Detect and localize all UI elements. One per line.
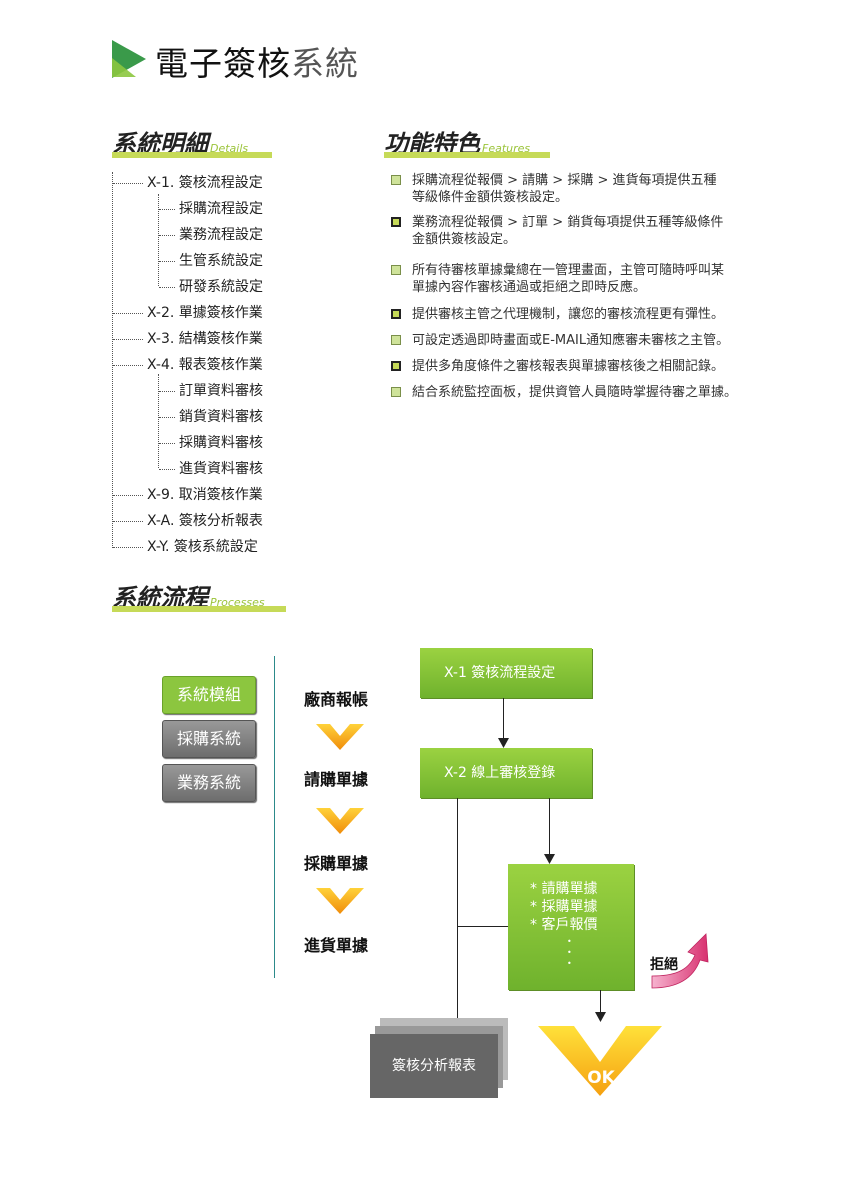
feature-text-cont: 金額供簽核設定。 [412, 232, 517, 247]
feature-item: 提供多角度條件之審核報表與單據審核後之相關記錄。 [391, 358, 782, 375]
orange-down-arrow-icon [316, 808, 364, 834]
tree-item: 生管系統設定 [179, 253, 263, 269]
square-bullet-icon [391, 217, 401, 227]
document-type-item: * 採購單據 [530, 899, 598, 915]
feature-text-cont: 等級條件金額供簽核設定。 [412, 190, 569, 205]
feature-text: 所有待審核單據彙總在一管理畫面，主管可隨時呼叫某 [412, 263, 725, 278]
feature-item: 可設定透過即時畫面或E-MAIL通知應審未審核之主管。 [391, 332, 782, 349]
tree-connector [113, 521, 143, 522]
ellipsis-dot: • [567, 959, 572, 968]
tree-item: X-9. 取消簽核作業 [147, 487, 263, 503]
document-type-item: * 請購單據 [530, 881, 598, 897]
arrowhead-icon [595, 1012, 606, 1022]
details-heading-bar [112, 152, 272, 158]
feature-text: 提供多角度條件之審核報表與單據審核後之相關記錄。 [412, 359, 725, 374]
ellipsis-dot: • [567, 948, 572, 957]
module-divider [274, 656, 275, 978]
module-system: 系統模組 [162, 676, 256, 714]
tree-item: 研發系統設定 [179, 279, 263, 295]
feature-item: 業務流程從報價 > 訂單 > 銷貨每項提供五種等級條件金額供簽核設定。 [391, 214, 782, 248]
report-box: 簽核分析報表 [370, 1034, 498, 1098]
tree-item: 業務流程設定 [179, 227, 263, 243]
tree-connector [113, 495, 143, 496]
tree-item: X-3. 結構簽核作業 [147, 331, 263, 347]
tree-connector [159, 261, 175, 262]
feature-text: 業務流程從報價 > 訂單 > 銷貨每項提供五種等級條件 [412, 215, 724, 230]
feature-text: 採購流程從報價 > 請購 > 採購 > 進貨每項提供五種 [412, 173, 717, 188]
module-purchase: 採購系統 [162, 720, 256, 758]
arrowhead-icon [498, 738, 509, 748]
tree-connector [113, 339, 143, 340]
step-purchase-order: 採購單據 [304, 854, 369, 873]
tree-connector-x1 [158, 194, 159, 286]
square-bullet-icon [391, 175, 401, 185]
tree-connector-main [112, 172, 113, 548]
flow-line [457, 798, 458, 1022]
module-sales: 業務系統 [162, 764, 256, 802]
feature-item: 採購流程從報價 > 請購 > 採購 > 進貨每項提供五種等級條件金額供簽核設定。 [391, 172, 782, 206]
flow-box-x2: X-2 線上審核登錄 [420, 748, 592, 798]
tree-item: X-A. 簽核分析報表 [147, 513, 263, 529]
page-title: 電子簽核系統 [155, 44, 359, 83]
ellipsis-dot: • [567, 937, 572, 946]
tree-item: 進貨資料審核 [179, 461, 263, 477]
square-bullet-icon [391, 265, 401, 275]
tree-connector-x4 [158, 374, 159, 468]
flow-box-x1: X-1 簽核流程設定 [420, 648, 592, 698]
pink-curved-arrow-icon [651, 933, 709, 989]
tree-item: X-1. 簽核流程設定 [147, 175, 263, 191]
feature-text: 提供審核主管之代理機制，讓您的審核流程更有彈性。 [412, 307, 725, 322]
tree-item: 採購流程設定 [179, 201, 263, 217]
tree-item: 訂單資料審核 [179, 383, 263, 399]
step-receiving: 進貨單據 [304, 936, 369, 955]
square-bullet-icon [391, 361, 401, 371]
tree-connector [159, 209, 175, 210]
tree-connector [159, 235, 175, 236]
ok-arrow-icon [538, 1026, 662, 1096]
tree-item: 銷貨資料審核 [179, 409, 263, 425]
square-bullet-icon [391, 335, 401, 345]
tree-item: X-2. 單據簽核作業 [147, 305, 263, 321]
square-bullet-icon [391, 387, 401, 397]
flow-line [549, 798, 550, 856]
tree-connector [113, 547, 143, 548]
flow-line [503, 698, 504, 742]
header-logo-triangle-accent [112, 58, 136, 77]
document-type-item: * 客戶報價 [530, 917, 598, 933]
arrowhead-icon [544, 854, 555, 864]
tree-connector [113, 313, 143, 314]
tree-connector [159, 391, 175, 392]
orange-down-arrow-icon [316, 888, 364, 914]
tree-item: 採購資料審核 [179, 435, 263, 451]
reject-label: 拒絕 [650, 957, 678, 973]
tree-connector [113, 365, 143, 366]
tree-item: X-Y. 簽核系統設定 [147, 539, 258, 555]
flow-line [600, 990, 601, 1016]
ok-label: OK [587, 1068, 615, 1088]
step-vendor-claim: 廠商報帳 [304, 690, 369, 709]
feature-text: 結合系統監控面板，提供資管人員隨時掌握待審之單據。 [412, 385, 738, 400]
flow-line [457, 926, 509, 927]
square-bullet-icon [391, 309, 401, 319]
features-heading-bar [384, 152, 550, 158]
tree-item: X-4. 報表簽核作業 [147, 357, 263, 373]
flow-documents-box: * 請購單據 * 採購單據 * 客戶報價 • • • [508, 864, 634, 990]
feature-item: 結合系統監控面板，提供資管人員隨時掌握待審之單據。 [391, 384, 782, 401]
feature-item: 所有待審核單據彙總在一管理畫面，主管可隨時呼叫某單據內容作審核通過或拒絕之即時反… [391, 262, 782, 296]
step-requisition: 請購單據 [304, 770, 369, 789]
orange-down-arrow-icon [316, 724, 364, 750]
tree-connector [113, 183, 143, 184]
tree-connector [159, 443, 175, 444]
feature-text: 可設定透過即時畫面或E-MAIL通知應審未審核之主管。 [412, 333, 730, 348]
tree-connector [159, 287, 175, 288]
tree-connector [159, 469, 175, 470]
tree-connector [159, 417, 175, 418]
feature-item: 提供審核主管之代理機制，讓您的審核流程更有彈性。 [391, 306, 782, 323]
feature-text-cont: 單據內容作審核通過或拒絕之即時反應。 [412, 280, 647, 295]
processes-heading-bar [112, 606, 286, 612]
